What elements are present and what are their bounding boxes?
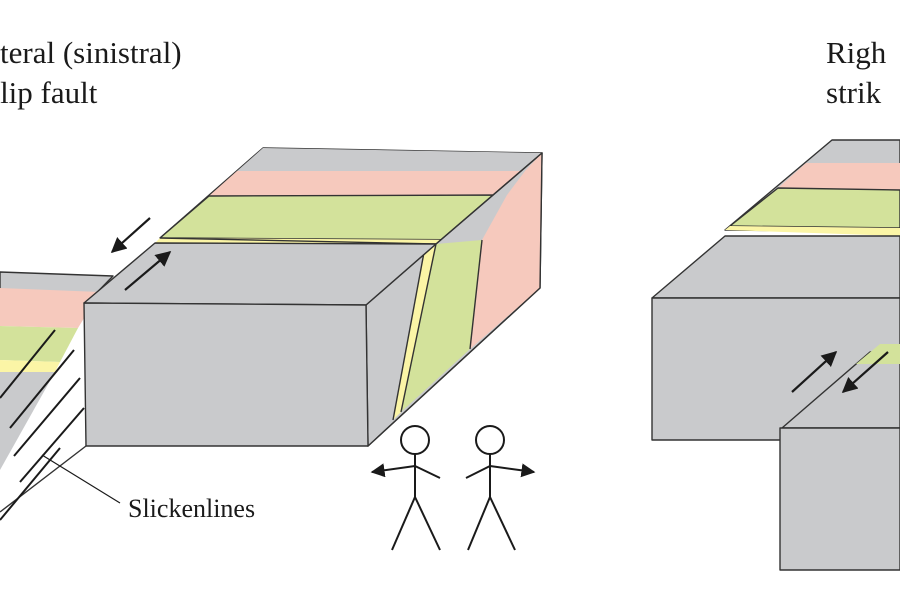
slickenlines bbox=[0, 329, 85, 521]
main-block-front-face bbox=[83, 302, 369, 447]
stick-figure-left bbox=[370, 425, 441, 551]
left-title-line2: slip fault bbox=[0, 75, 98, 110]
stick-figure-right bbox=[465, 425, 536, 551]
left-title-line1: teral (sinistral) bbox=[0, 35, 182, 70]
right-block-diagram bbox=[651, 139, 900, 571]
right-title-line1: Righ bbox=[826, 35, 887, 70]
main-block-side bbox=[365, 152, 543, 447]
left-far-block bbox=[0, 271, 114, 470]
slickenlines-label: Slickenlines bbox=[128, 494, 256, 523]
slickenlines-leader bbox=[41, 454, 121, 504]
left-motion-arrows bbox=[110, 217, 172, 291]
right-motion-arrows bbox=[791, 350, 889, 394]
right-title-line2: strik bbox=[826, 75, 882, 110]
main-block-top bbox=[155, 147, 543, 245]
left-block-diagram bbox=[0, 147, 543, 513]
fault-trace bbox=[0, 445, 87, 513]
